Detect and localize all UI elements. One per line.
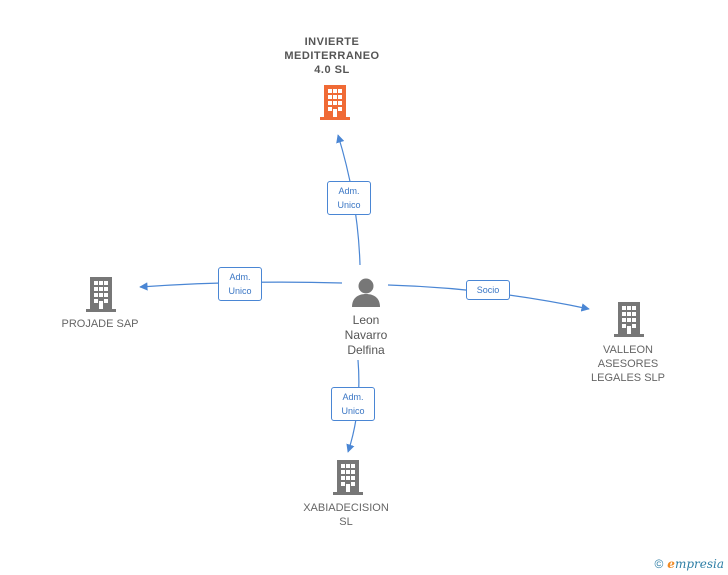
- building-icon[interactable]: [319, 84, 351, 120]
- node-label-projade[interactable]: PROJADE SAP: [61, 318, 139, 330]
- node-label-xabia[interactable]: XABIADECISION SL: [303, 502, 389, 528]
- edge-label-adm-unico-projade: Adm. Unico: [218, 267, 262, 301]
- edge-label-adm-unico-invierte: Adm. Unico: [327, 181, 371, 215]
- person-icon[interactable]: [350, 277, 382, 307]
- building-icon[interactable]: [613, 301, 645, 337]
- edge-label-socio-valleon: Socio: [466, 280, 510, 300]
- empresia-logo: empresia: [667, 557, 724, 571]
- node-label-valleon[interactable]: VALLEON ASESORES LEGALES SLP: [591, 344, 665, 384]
- building-icon[interactable]: [85, 276, 117, 312]
- empresia-watermark: © empresia: [654, 557, 724, 571]
- edge-label-adm-unico-xabia: Adm. Unico: [331, 387, 375, 421]
- node-label-leon[interactable]: Leon Navarro Delfina: [344, 313, 388, 357]
- node-label-invierte[interactable]: INVIERTE MEDITERRANEO 4.0 SL: [284, 36, 380, 76]
- building-icon[interactable]: [332, 459, 364, 495]
- copyright-symbol: ©: [654, 557, 664, 571]
